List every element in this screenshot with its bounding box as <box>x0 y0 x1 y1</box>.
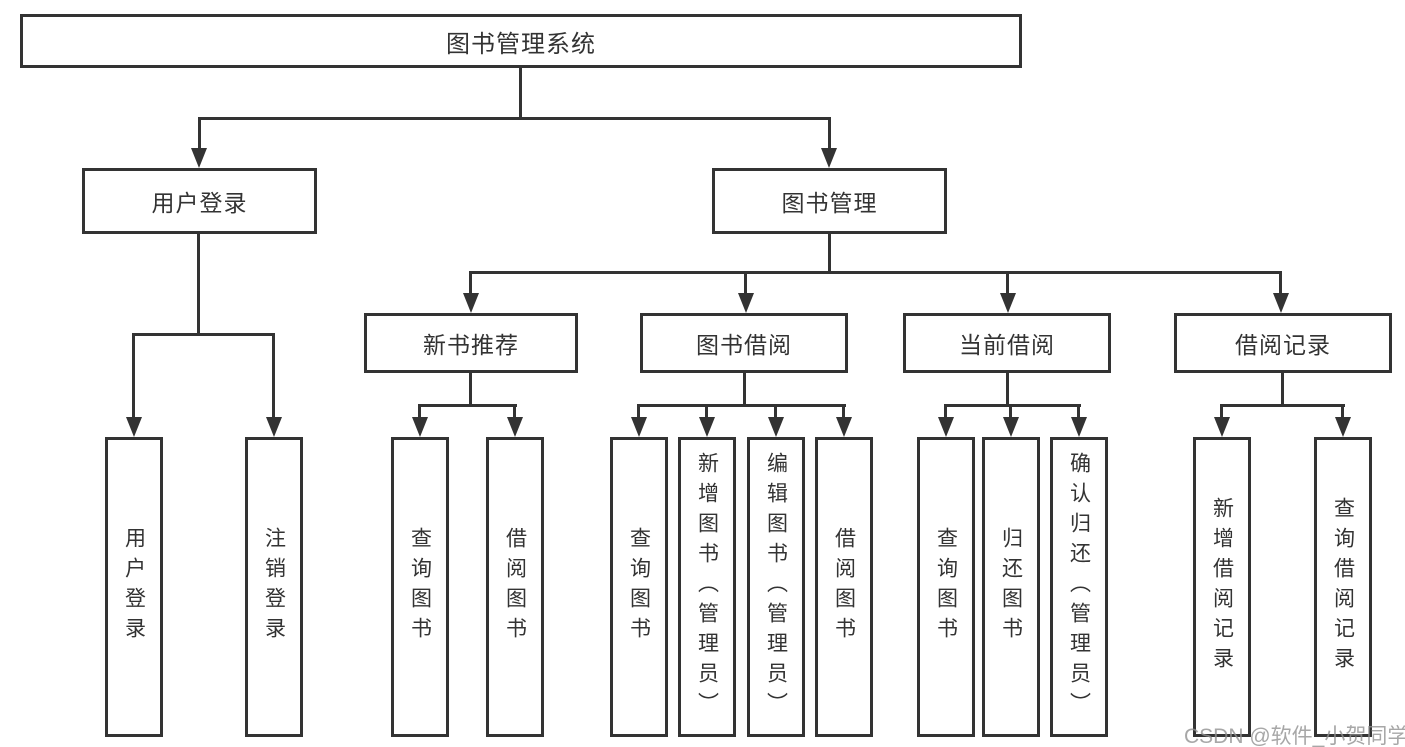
connector-line <box>828 117 831 151</box>
node-label: 用户登录 <box>122 527 146 647</box>
node-label: 图书借阅 <box>696 332 792 358</box>
node-label: 查询图书 <box>408 527 432 647</box>
arrow-down-icon <box>1214 417 1230 437</box>
node-logout: 注销登录 <box>245 437 303 737</box>
node-user-login-branch: 用户登录 <box>82 168 317 234</box>
connector-line <box>1220 404 1345 407</box>
node-return-books: 归还图书 <box>982 437 1040 737</box>
connector-line <box>1279 271 1282 296</box>
node-edit-book-admin: 编辑图书（管理员） <box>747 437 805 737</box>
connector-line <box>774 404 777 420</box>
node-library-management-system: 图书管理系统 <box>20 14 1022 68</box>
node-label: 查询借阅记录 <box>1331 497 1355 677</box>
arrow-down-icon <box>699 417 715 437</box>
arrow-down-icon <box>412 417 428 437</box>
node-label: 当前借阅 <box>959 332 1055 358</box>
connector-line <box>705 404 708 420</box>
node-user-login: 用户登录 <box>105 437 163 737</box>
connector-line <box>470 271 1282 274</box>
connector-line <box>637 404 846 407</box>
connector-line <box>1006 271 1009 296</box>
connector-line <box>418 404 421 420</box>
node-label: 查询图书 <box>934 527 958 647</box>
connector-line <box>197 232 200 336</box>
arrow-down-icon <box>938 417 954 437</box>
arrow-down-icon <box>821 148 837 168</box>
connector-line <box>744 271 747 296</box>
node-current-borrowing: 当前借阅 <box>903 313 1111 373</box>
arrow-down-icon <box>1273 293 1289 313</box>
node-book-borrowing: 图书借阅 <box>640 313 848 373</box>
node-label: 查询图书 <box>627 527 651 647</box>
connector-line <box>1341 404 1344 420</box>
node-label: 新增图书（管理员） <box>695 452 719 722</box>
connector-line <box>1009 404 1012 420</box>
node-borrowing-records: 借阅记录 <box>1174 313 1392 373</box>
node-label: 归还图书 <box>999 527 1023 647</box>
arrow-down-icon <box>126 417 142 437</box>
arrow-down-icon <box>507 417 523 437</box>
watermark-text: CSDN @软件_小贺同学 <box>1184 725 1405 747</box>
connector-line <box>828 232 831 274</box>
connector-line <box>944 404 1081 407</box>
connector-line <box>743 371 746 407</box>
node-borrow-books-borrowing: 借阅图书 <box>815 437 873 737</box>
connector-line <box>418 404 517 407</box>
connector-line <box>1006 371 1009 407</box>
arrow-down-icon <box>1335 417 1351 437</box>
connector-line <box>469 371 472 407</box>
arrow-down-icon <box>266 417 282 437</box>
arrow-down-icon <box>1000 293 1016 313</box>
node-label: 借阅图书 <box>832 527 856 647</box>
node-query-books-borrowing: 查询图书 <box>610 437 668 737</box>
node-label: 用户登录 <box>151 190 248 216</box>
node-query-borrow-record: 查询借阅记录 <box>1314 437 1372 737</box>
node-label: 确认归还（管理员） <box>1067 452 1091 722</box>
connector-line <box>1281 371 1284 407</box>
connector-line <box>842 404 845 420</box>
arrow-down-icon <box>1071 417 1087 437</box>
connector-line <box>198 117 831 120</box>
node-label: 注销登录 <box>262 527 286 647</box>
node-label: 借阅记录 <box>1235 332 1331 358</box>
node-confirm-return-admin: 确认归还（管理员） <box>1050 437 1108 737</box>
connector-line <box>469 271 472 296</box>
connector-line <box>944 404 947 420</box>
arrow-down-icon <box>463 293 479 313</box>
arrow-down-icon <box>191 148 207 168</box>
node-label: 新增借阅记录 <box>1210 497 1234 677</box>
connector-line <box>1220 404 1223 420</box>
connector-line <box>1077 404 1080 420</box>
connector-line <box>637 404 640 420</box>
node-new-book-recommendation: 新书推荐 <box>364 313 578 373</box>
arrow-down-icon <box>738 293 754 313</box>
node-label: 图书管理 <box>781 190 878 216</box>
node-label: 新书推荐 <box>423 332 519 358</box>
node-label: 编辑图书（管理员） <box>764 452 788 722</box>
arrow-down-icon <box>768 417 784 437</box>
arrow-down-icon <box>1003 417 1019 437</box>
node-borrow-books-recommend: 借阅图书 <box>486 437 544 737</box>
connector-line <box>132 333 275 336</box>
connector-line <box>132 333 135 419</box>
connector-line <box>513 404 516 420</box>
node-label: 图书管理系统 <box>446 30 596 58</box>
node-label: 借阅图书 <box>503 527 527 647</box>
node-query-books-recommend: 查询图书 <box>391 437 449 737</box>
node-query-books-current: 查询图书 <box>917 437 975 737</box>
arrow-down-icon <box>631 417 647 437</box>
connector-line <box>198 117 201 151</box>
connector-line <box>272 333 275 419</box>
node-add-book-admin: 新增图书（管理员） <box>678 437 736 737</box>
arrow-down-icon <box>836 417 852 437</box>
node-book-management-branch: 图书管理 <box>712 168 947 234</box>
node-add-borrow-record: 新增借阅记录 <box>1193 437 1251 737</box>
connector-line <box>519 66 522 120</box>
